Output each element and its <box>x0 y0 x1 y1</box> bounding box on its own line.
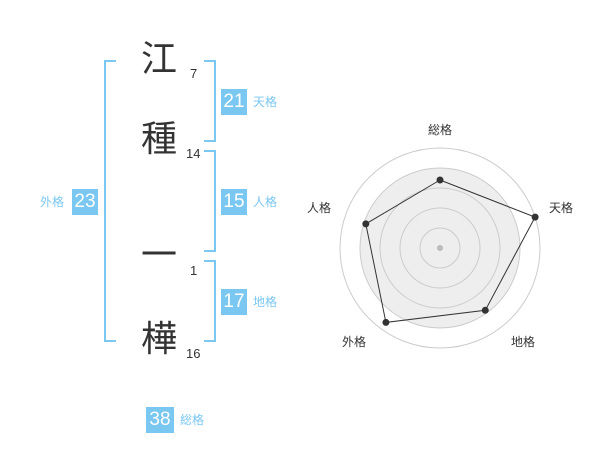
radar-axis-label: 天格 <box>549 200 573 215</box>
radar-points <box>362 176 539 326</box>
gaikaku-value: 23 <box>72 189 98 215</box>
radar-ring <box>339 147 541 349</box>
radar-axis-labels: 総格 天格 地格 外格 人格 <box>307 122 573 349</box>
given-char-2: 樺 <box>141 319 178 360</box>
chikaku-label: 地格 <box>253 295 278 309</box>
given-char-1-strokes: 1 <box>190 263 198 278</box>
chikaku-value: 17 <box>221 289 247 315</box>
surname-char-2: 種 <box>141 119 178 160</box>
jinkaku-bracket <box>204 150 216 252</box>
radar-point <box>436 176 444 184</box>
tenkaku-value: 21 <box>221 89 247 115</box>
radar-axis-label: 外格 <box>342 334 366 349</box>
jinkaku-value: 15 <box>221 189 247 215</box>
radar-score-polygon <box>365 179 536 323</box>
radar-ring <box>399 207 481 289</box>
radar-point <box>531 213 539 221</box>
soukaku-value: 38 <box>146 407 174 433</box>
chikaku-bracket <box>204 260 216 342</box>
tenkaku-label: 天格 <box>253 95 278 109</box>
radar-point <box>481 306 489 314</box>
gaikaku-bracket <box>104 60 116 342</box>
gaikaku-label: 外格 <box>40 195 65 209</box>
surname-char-1-strokes: 7 <box>190 66 198 81</box>
radar-center-dot <box>437 245 443 251</box>
surname-char-1: 江 <box>141 39 178 80</box>
radar-axis-label: 総格 <box>428 122 452 137</box>
radar-axis-label: 地格 <box>511 334 535 349</box>
radar-point <box>362 220 370 228</box>
soukaku-label: 総格 <box>180 413 205 427</box>
surname-char-2-strokes: 14 <box>186 146 201 161</box>
given-char-1: 一 <box>141 235 178 276</box>
radar-point <box>382 318 390 326</box>
radar-ring <box>379 187 501 309</box>
radar-axis-label: 人格 <box>307 200 331 215</box>
tenkaku-bracket <box>204 60 216 142</box>
given-char-2-strokes: 16 <box>186 346 201 361</box>
jinkaku-label: 人格 <box>253 195 278 209</box>
radar-ring <box>419 227 461 269</box>
